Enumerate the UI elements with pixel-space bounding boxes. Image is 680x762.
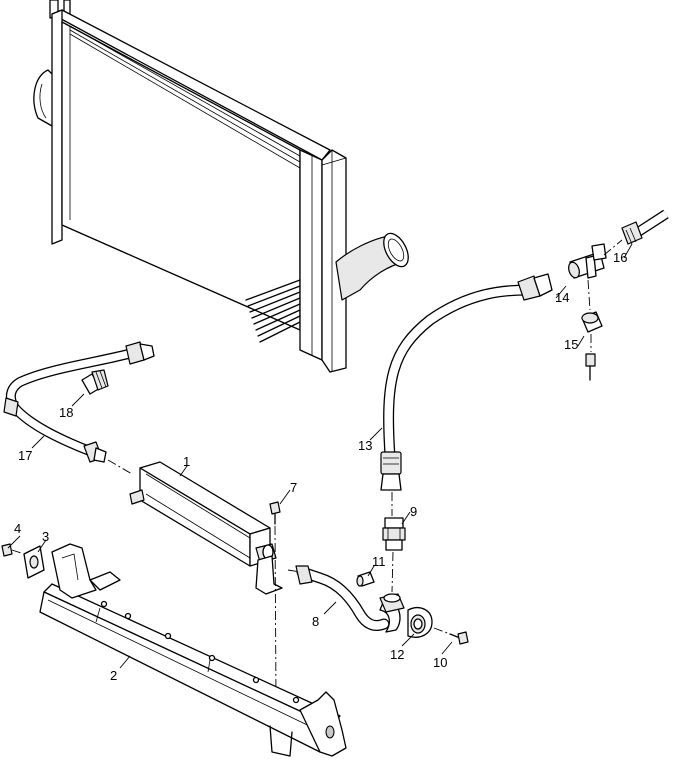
callout-12: 12 — [390, 647, 404, 662]
leader-lines — [7, 243, 633, 669]
callout-17: 17 — [18, 448, 32, 463]
callout-14: 14 — [555, 290, 569, 305]
pipe-16 — [621, 209, 669, 245]
callout-16: 16 — [613, 250, 627, 265]
bolt-10 — [433, 627, 469, 645]
callout-13: 13 — [358, 438, 372, 453]
callout-15: 15 — [564, 337, 578, 352]
callout-8: 8 — [312, 614, 319, 629]
washer-3 — [23, 545, 45, 579]
callout-2: 2 — [110, 668, 117, 683]
callout-9: 9 — [410, 504, 417, 519]
callout-11: 11 — [372, 554, 386, 569]
clamp-12 — [407, 607, 433, 638]
union-9 — [382, 517, 406, 551]
oil-cooler-1 — [129, 461, 283, 595]
adapter-15 — [581, 311, 603, 333]
bolt-7 — [269, 501, 281, 525]
callout-labels: 1 2 3 4 7 8 9 10 11 12 13 14 15 16 17 18 — [14, 250, 627, 683]
tee-fitting-14 — [568, 243, 607, 279]
callout-10: 10 — [433, 655, 447, 670]
sensor-15 — [585, 353, 596, 381]
radiator-fins — [245, 279, 301, 343]
fitting-18 — [81, 369, 109, 395]
pipe-17 — [3, 341, 155, 463]
callout-4: 4 — [14, 521, 21, 536]
crossmember-2 — [39, 543, 347, 757]
axis-line-14-15 — [587, 279, 591, 311]
hose-13 — [380, 273, 553, 491]
callout-18: 18 — [59, 405, 73, 420]
callout-7: 7 — [290, 480, 297, 495]
radiator — [33, 0, 409, 373]
sleeve-11 — [356, 571, 375, 587]
callout-3: 3 — [42, 529, 49, 544]
pipe-8 — [295, 565, 405, 633]
axis-line-7 — [274, 525, 277, 701]
callout-1: 1 — [183, 454, 190, 469]
